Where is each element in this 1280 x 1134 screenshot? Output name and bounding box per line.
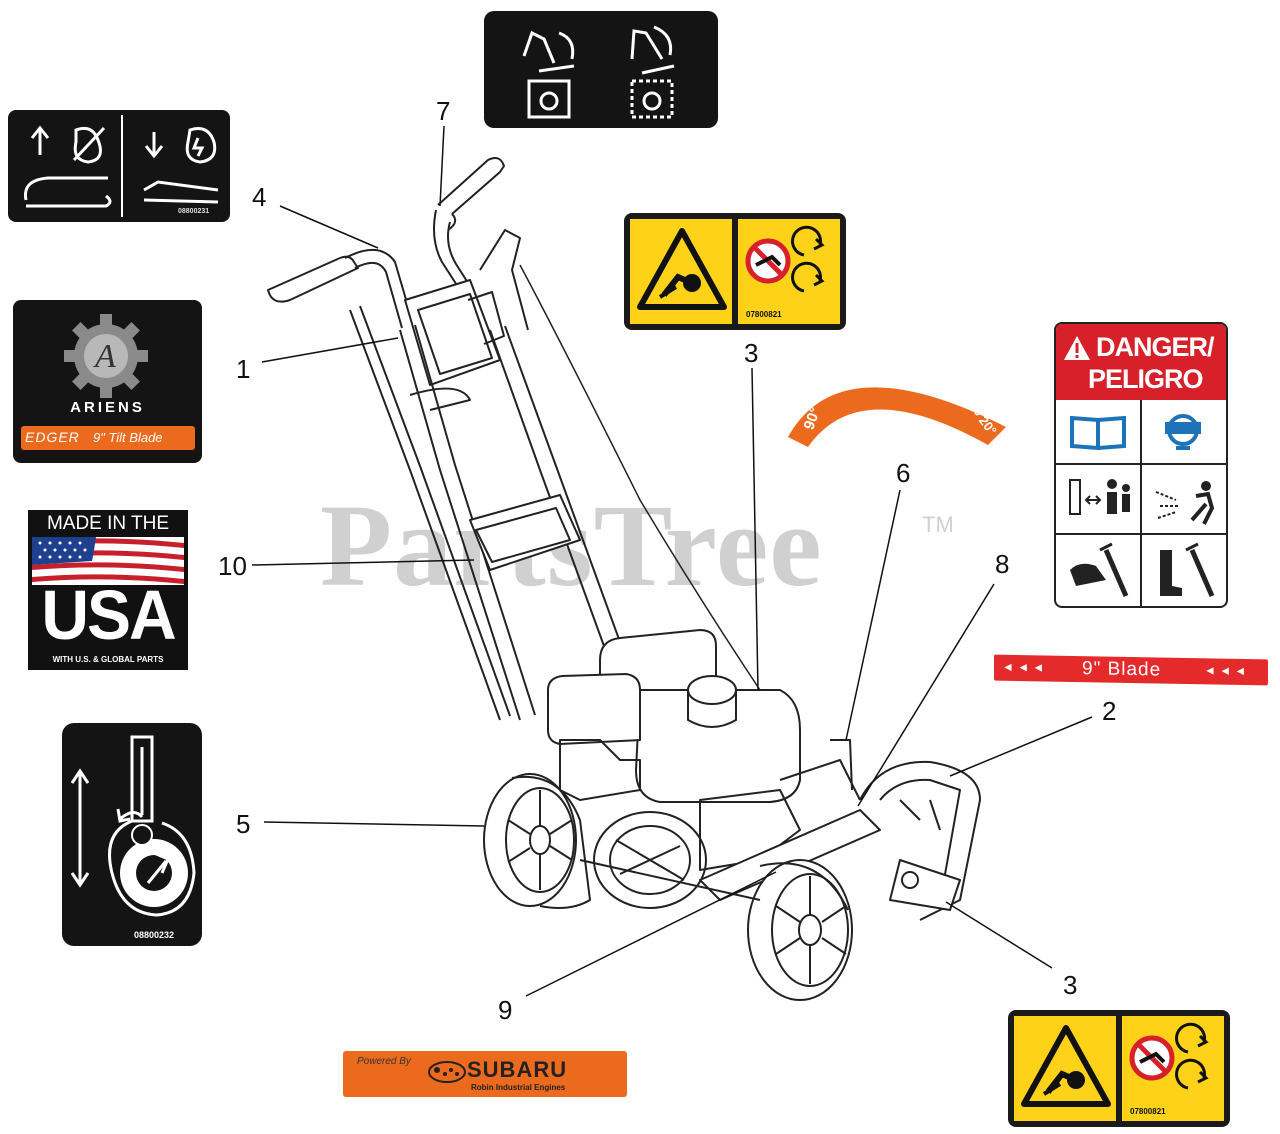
callout-8: 8 (995, 549, 1010, 579)
callout-7: 7 (436, 96, 451, 126)
callout-3a: 3 (744, 338, 759, 368)
decal-throttle: 08800231 (8, 110, 230, 222)
leader-8 (857, 583, 995, 807)
no-hands-rotating-icon (745, 225, 825, 293)
leader-3a (751, 367, 759, 691)
callout-3b: 3 (1063, 970, 1078, 1000)
usa-line1: MADE IN THE (46, 513, 170, 534)
decal-made-in-usa: MADE IN THE USA WITH U.S. & GLOBAL PARTS (28, 510, 188, 670)
danger-line2: PELIGRO (1088, 364, 1204, 394)
decal-ariens: A ARIENS EDGER 9" Tilt Blade (13, 300, 202, 463)
ariens-brand: ARIENS (70, 399, 145, 416)
leader-3b (945, 901, 1053, 969)
usa-line2: USA (41, 576, 176, 654)
hand-cut-icon (1070, 542, 1129, 597)
callout-9: 9 (498, 995, 513, 1025)
watermark-text: PartsTree (320, 480, 823, 611)
leader-6 (845, 489, 901, 741)
ariens-logo-letter: A (95, 338, 116, 375)
leader-5 (263, 821, 485, 827)
blade-engage-icon (522, 25, 675, 119)
watermark-tm: TM (922, 512, 954, 537)
leader-10 (251, 559, 475, 566)
danger-header: DANGER/ PELIGRO (1056, 324, 1226, 400)
thrown-objects-icon (1155, 481, 1215, 525)
edger-machine-drawing (267, 157, 981, 1001)
callout-10: 10 (218, 551, 247, 581)
decal-height-adjust: 08800232 (62, 723, 202, 946)
callout-5: 5 (236, 809, 251, 839)
decal-subaru: Powered By SUBARU Robin Industrial Engin… (343, 1051, 627, 1097)
no-hands-rotating-icon (1129, 1022, 1209, 1090)
leader-1 (261, 337, 399, 363)
callout-1: 1 (236, 354, 251, 384)
subaru-stars-logo-icon (428, 1061, 466, 1083)
leader-9 (525, 871, 777, 997)
height-code: 08800232 (134, 930, 175, 940)
throttle-icon (23, 115, 219, 217)
leader-7 (439, 125, 445, 207)
keep-distance-icon (1069, 479, 1130, 515)
usa-line3: WITH U.S. & GLOBAL PARTS (52, 655, 164, 664)
decal-warning-belt-top: 07800821 (624, 213, 846, 330)
callout-6: 6 (896, 458, 911, 488)
ariens-gear-logo-icon (64, 314, 148, 398)
danger-line1: DANGER/ (1096, 332, 1215, 362)
height-adjust-icon (70, 735, 196, 917)
decal-danger: DANGER/ PELIGRO (1054, 322, 1228, 608)
decal-warning-belt-bottom: 07800821 (1008, 1010, 1230, 1127)
danger-triangle-icon (1064, 336, 1090, 360)
danger-pictogram-grid (1056, 400, 1226, 606)
subaru-powered: Powered By (357, 1056, 411, 1067)
entanglement-warning-icon (637, 228, 727, 310)
leader-4 (279, 205, 379, 249)
read-manual-icon (1070, 415, 1126, 451)
foot-cut-icon (1160, 542, 1215, 597)
ariens-product: EDGER (25, 429, 80, 445)
leader-2 (949, 716, 1093, 777)
warning-bottom-code: 07800821 (1130, 1107, 1166, 1116)
ariens-blade: 9" Tilt Blade (93, 430, 163, 445)
callout-4: 4 (252, 182, 267, 212)
subaru-brand: SUBARU (467, 1057, 568, 1082)
warning-top-code: 07800821 (746, 310, 782, 319)
subaru-sub: Robin Industrial Engines (471, 1083, 566, 1092)
decal-tilt-angle-arc (788, 387, 1006, 447)
us-flag-icon (32, 537, 184, 585)
callout-2: 2 (1102, 696, 1117, 726)
entanglement-warning-icon (1021, 1025, 1111, 1107)
eye-ear-protection-icon (1165, 414, 1201, 450)
ariens-orange-band: EDGER 9" Tilt Blade (21, 426, 195, 450)
decal-blade-engage (484, 11, 718, 128)
